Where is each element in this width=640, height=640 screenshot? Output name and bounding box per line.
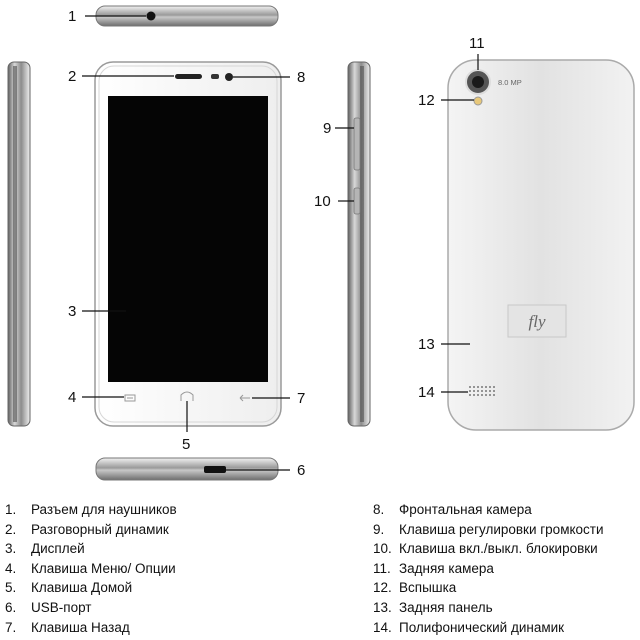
volume-key [353, 117, 361, 171]
speaker-grille [469, 386, 495, 396]
legend-item-text: Разъем для наушников [31, 502, 177, 517]
front-camera [225, 73, 233, 81]
legend-item-text: Клавиша Меню/ Опции [31, 560, 176, 576]
legend-item-text: Дисплей [31, 541, 85, 557]
phone-bottom-edge [95, 457, 279, 481]
camera-badge: 8.0 MP [498, 78, 522, 87]
legend-item-text: Клавиша Домой [31, 580, 133, 596]
callout-14: 14 [418, 384, 435, 401]
callout-1: 1 [68, 8, 76, 25]
legend-item: 5. Клавиша Домой [5, 578, 177, 598]
legend-item-number: 12. [373, 580, 392, 596]
legend-item: 7. Клавиша Назад [5, 618, 177, 638]
legend-item-number: 5. [5, 580, 17, 596]
legend-item-text: Полифонический динамик [399, 619, 565, 635]
callout-12: 12 [418, 92, 435, 109]
callout-6: 6 [297, 462, 305, 479]
legend-item-number: 6. [5, 599, 17, 615]
legend-item-number: 4. [5, 560, 17, 576]
callout-5: 5 [182, 436, 190, 453]
legend-item: 14. Полифонический динамик [373, 618, 604, 638]
legend-right: 8. Фронтальная камера 9. Клавиша регулиров… [373, 500, 604, 637]
phone-back: 8.0 MP fly [447, 59, 635, 431]
legend-item-number: 14. [373, 619, 392, 635]
brand-logo: fly [529, 312, 546, 331]
legend-item-text: Клавиша регулировки громкости [399, 521, 604, 537]
power-key [353, 187, 361, 215]
legend-item: 6. USB-порт [5, 598, 177, 618]
phone-diagram: 8.0 MP fly 1 2 3 4 5 6 7 8 [7, 5, 635, 481]
flash [473, 96, 483, 106]
legend-item-text: Клавиша Назад [31, 619, 130, 635]
legend-item-text: Вспышка [399, 580, 457, 596]
callout-numbers: 1 2 3 4 5 6 7 8 9 10 11 12 13 14 [68, 8, 485, 479]
legend-item: 9. Клавиша регулировки громкости [373, 520, 604, 540]
callout-2: 2 [68, 68, 76, 85]
legend-item: 10. Клавиша вкл./выкл. блокировки [373, 539, 604, 559]
callout-4: 4 [68, 389, 76, 406]
phone-front [94, 61, 282, 427]
legend-item-text: Задняя панель [399, 599, 493, 615]
back-key [239, 394, 250, 402]
callout-10: 10 [314, 193, 331, 210]
legend-item: 4. Клавиша Меню/ Опции [5, 559, 177, 579]
legend-item-text: Разговорный динамик [31, 521, 169, 537]
legend-item: 3. Дисплей [5, 539, 177, 559]
legend-item-text: Задняя камера [399, 560, 494, 576]
callout-8: 8 [297, 69, 305, 86]
legend-item-number: 3. [5, 541, 17, 557]
legend-item: 8. Фронтальная камера [373, 500, 604, 520]
legend-item-number: 1. [5, 502, 17, 517]
legend-item-number: 10. [373, 541, 392, 557]
home-key [180, 391, 194, 401]
legend-item-number: 9. [373, 521, 385, 537]
headphone-jack [146, 11, 156, 21]
callout-9: 9 [323, 120, 331, 137]
usb-port [204, 466, 226, 473]
callout-11: 11 [469, 35, 485, 52]
legend-item-text: Клавиша вкл./выкл. блокировки [399, 541, 598, 557]
legend-item-text: USB-порт [31, 599, 92, 615]
earpiece-speaker [175, 74, 202, 79]
callout-7: 7 [297, 390, 305, 407]
legend-item: 11. Задняя камера [373, 559, 604, 579]
legend-item-number: 11. [373, 560, 391, 576]
callout-13: 13 [418, 336, 435, 353]
proximity-sensor [211, 74, 219, 79]
phone-right-side [347, 61, 371, 427]
callout-3: 3 [68, 303, 76, 320]
legend-left: 1. Разъем для наушников 2. Разговорный дин… [5, 500, 177, 637]
legend-item: 2. Разговорный динамик [5, 520, 177, 540]
legend-item-number: 7. [5, 619, 17, 635]
leader-lines [82, 15, 479, 471]
legend-item-text: Фронтальная камера [399, 502, 532, 517]
legend-item: 1. Разъем для наушников [5, 500, 177, 520]
legend-item-number: 8. [373, 502, 385, 517]
logo-plate [507, 304, 567, 338]
legend-item-number: 2. [5, 521, 17, 537]
display [108, 96, 268, 382]
legend-item: 13. Задняя панель [373, 598, 604, 618]
phone-left-side [7, 61, 31, 427]
menu-key [124, 394, 136, 402]
legend-item-number: 13. [373, 599, 392, 615]
legend-item: 12. Вспышка [373, 578, 604, 598]
